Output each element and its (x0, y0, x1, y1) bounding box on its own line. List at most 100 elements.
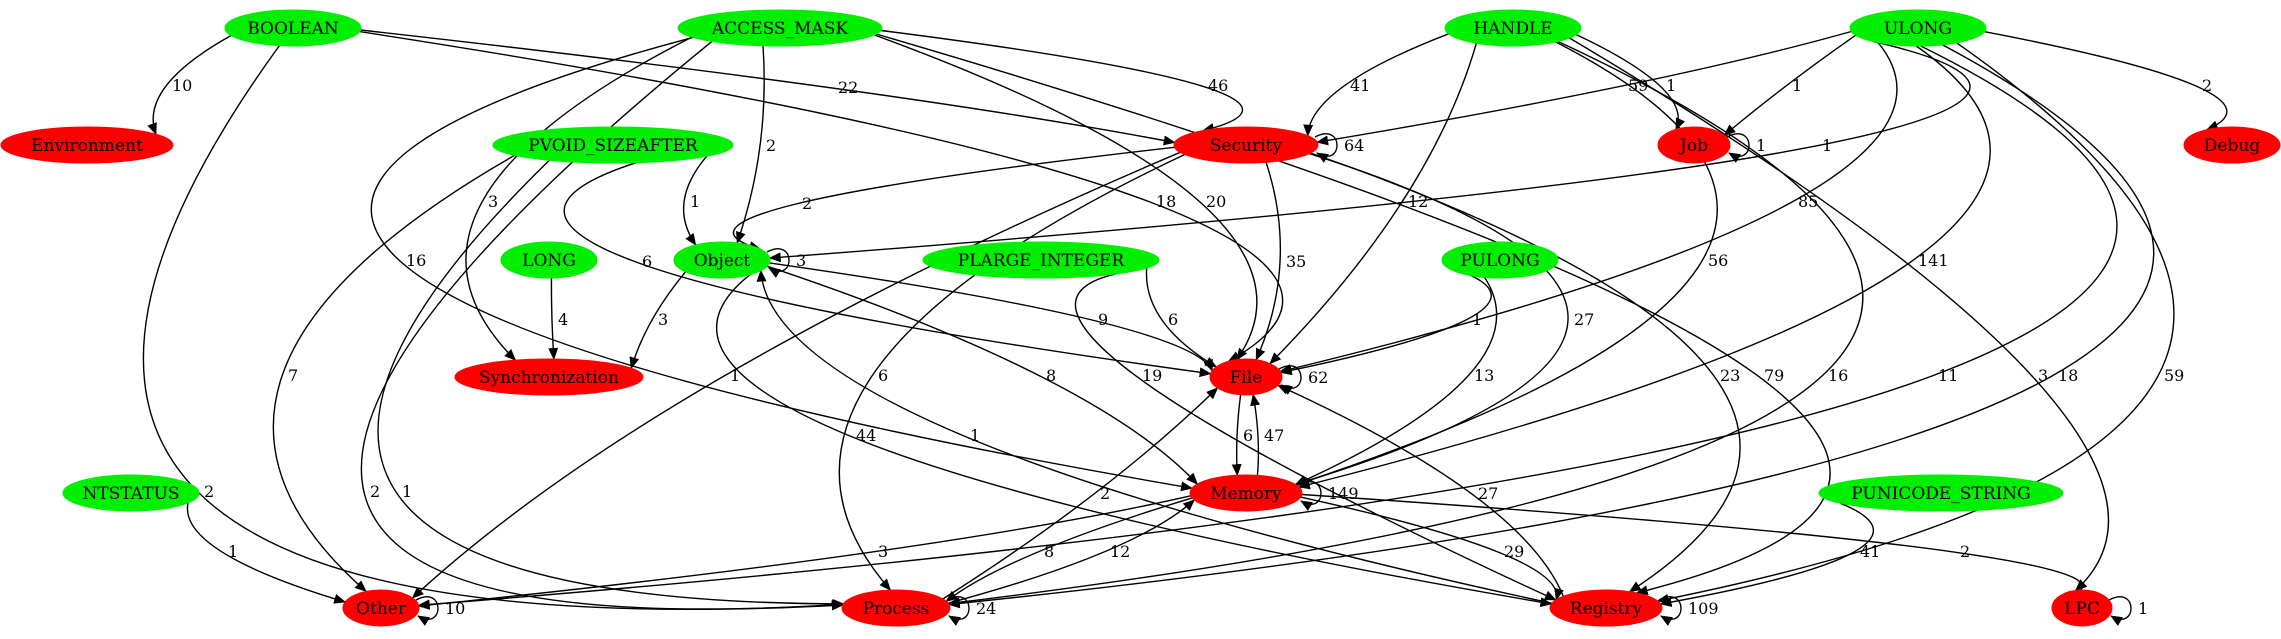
node-label-job: Job (1678, 136, 1708, 156)
node-lpc[interactable]: LPC (2051, 589, 2113, 627)
node-other[interactable]: Other (342, 589, 420, 627)
node-access-mask[interactable]: ACCESS_MASK (677, 9, 883, 47)
edge-label-ulong-to-security: 59 (1628, 76, 1648, 95)
edge-label-security-to-registry: 23 (1720, 366, 1740, 385)
edge-label-file-to-file: 62 (1308, 368, 1328, 387)
edge-ntstatus-to-other (186, 502, 347, 604)
edge-security-to-file (1255, 162, 1281, 361)
node-long[interactable]: LONG (500, 241, 598, 279)
self-loop-registry-to-registry (1658, 596, 1682, 626)
node-label-debug: Debug (2204, 136, 2261, 156)
node-label-plarge-integer: PLARGE_INTEGER (958, 251, 1126, 271)
nodes-layer: BOOLEAN ACCESS_MASK HANDLE ULONG PVOID_SIZEA… (0, 9, 2281, 627)
self-loop-job-to-job (1726, 133, 1750, 163)
node-job[interactable]: Job (1657, 126, 1731, 164)
node-security[interactable]: Security (1173, 126, 1319, 164)
node-process[interactable]: Process (841, 589, 951, 627)
node-object[interactable]: Object (673, 241, 771, 279)
node-label-synchronization: Synchronization (479, 368, 619, 388)
node-pulong[interactable]: PULONG (1441, 241, 1559, 279)
node-label-memory: Memory (1210, 484, 1282, 504)
node-shape-environment (0, 126, 174, 164)
node-ulong[interactable]: ULONG (1849, 9, 1987, 47)
node-pvoid-sizeafter[interactable]: PVOID_SIZEAFTER (492, 126, 734, 164)
edge-label-object-to-registry: 44 (856, 426, 876, 445)
edge-handle-to-job (1576, 33, 1686, 131)
edge-label-handle-to-lpc: 3 (2038, 366, 2048, 385)
edge-memory-to-file (1250, 393, 1261, 476)
edge-security-to-process (838, 153, 1185, 591)
edge-label-object-to-file: 9 (1098, 310, 1108, 329)
node-shape-long (500, 241, 598, 279)
node-boolean[interactable]: BOOLEAN (224, 9, 362, 47)
edge-label-plarge-integer-to-registry: 19 (1142, 366, 1162, 385)
edge-object-to-registry (716, 274, 1553, 608)
self-loop-object-to-object (766, 248, 790, 278)
edge-file-to-memory (1231, 394, 1242, 477)
edge-label-job-to-job: 1 (1756, 136, 1766, 155)
node-plarge-integer[interactable]: PLARGE_INTEGER (922, 241, 1160, 279)
node-label-boolean: BOOLEAN (247, 19, 339, 39)
node-shape-file (1209, 358, 1283, 396)
node-registry[interactable]: Registry (1549, 589, 1663, 627)
edge-label-pulong-to-file: 1 (1472, 310, 1482, 329)
node-label-long: LONG (522, 251, 576, 271)
edge-label-process-to-file: 2 (1100, 484, 1110, 503)
edge-label-security-to-other: 1 (730, 366, 740, 385)
node-environment[interactable]: Environment (0, 126, 174, 164)
self-loop-lpc-to-lpc (2108, 596, 2132, 626)
self-loop-other-to-other (415, 596, 439, 626)
self-loop-security-to-security (1314, 133, 1338, 163)
edge-label-ulong-to-memory: 141 (1918, 251, 1949, 270)
node-shape-boolean (224, 9, 362, 47)
node-file[interactable]: File (1209, 358, 1283, 396)
edge-label-registry-to-object: 1 (970, 426, 980, 445)
node-label-file: File (1230, 368, 1263, 388)
edge-label-pvoid-sizeafter-to-other: 7 (288, 366, 298, 385)
node-punicode-string[interactable]: PUNICODE_STRING (1818, 474, 2064, 512)
edge-label-lpc-to-lpc: 1 (2138, 599, 2148, 618)
edge-label-object-to-object: 3 (796, 251, 806, 270)
node-shape-job (1657, 126, 1731, 164)
edge-ulong-to-file (1279, 42, 1898, 374)
edge-label-boolean-to-process: 2 (204, 482, 214, 501)
node-label-other: Other (356, 599, 407, 619)
edge-label-process-to-memory: 12 (1110, 542, 1130, 561)
edge-label-security-to-memory: 27 (1574, 310, 1594, 329)
node-handle[interactable]: HANDLE (1444, 9, 1582, 47)
node-synchronization[interactable]: Synchronization (454, 358, 644, 396)
node-ntstatus[interactable]: NTSTATUS (62, 474, 200, 512)
edge-security-to-other (411, 151, 1181, 599)
edge-label-pvoid-sizeafter-to-file: 6 (642, 252, 652, 271)
edge-pvoid-sizeafter-to-process (377, 159, 845, 609)
node-shape-handle (1444, 9, 1582, 47)
edge-access-mask-to-security (881, 29, 1244, 133)
node-label-ntstatus: NTSTATUS (83, 484, 180, 504)
edge-label-ulong-to-debug: 2 (2202, 76, 2212, 95)
edge-object-to-synchronization (629, 271, 687, 370)
edge-label-security-to-process: 6 (878, 366, 888, 385)
edge-ulong-to-other (417, 45, 2118, 610)
node-shape-ntstatus (62, 474, 200, 512)
edge-label-pvoid-sizeafter-to-object: 1 (690, 192, 700, 211)
edge-label-access-mask-to-security: 46 (1208, 76, 1228, 95)
node-memory[interactable]: Memory (1189, 474, 1303, 512)
edge-label-plarge-integer-to-file: 6 (1168, 310, 1178, 329)
node-shape-synchronization (454, 358, 644, 396)
edge-label-security-to-file: 35 (1286, 252, 1306, 271)
edge-handle-to-process (947, 40, 1864, 608)
node-label-punicode-string: PUNICODE_STRING (1851, 484, 2031, 504)
edge-label-ulong-to-job: 1 (1792, 76, 1802, 95)
edge-label-handle-to-security: 41 (1350, 76, 1370, 95)
edge-plarge-integer-to-file (1145, 267, 1218, 368)
node-shape-security (1173, 126, 1319, 164)
node-shape-object (673, 241, 771, 279)
edge-access-mask-to-memory (370, 36, 1193, 492)
edge-ulong-to-job (1723, 34, 1857, 136)
edge-ulong-to-object (768, 40, 1971, 263)
node-debug[interactable]: Debug (2183, 126, 2281, 164)
edge-registry-to-object (756, 269, 1553, 604)
edge-label-access-mask-to-file: 20 (1206, 192, 1226, 211)
edge-label-memory-to-other: 3 (878, 542, 888, 561)
